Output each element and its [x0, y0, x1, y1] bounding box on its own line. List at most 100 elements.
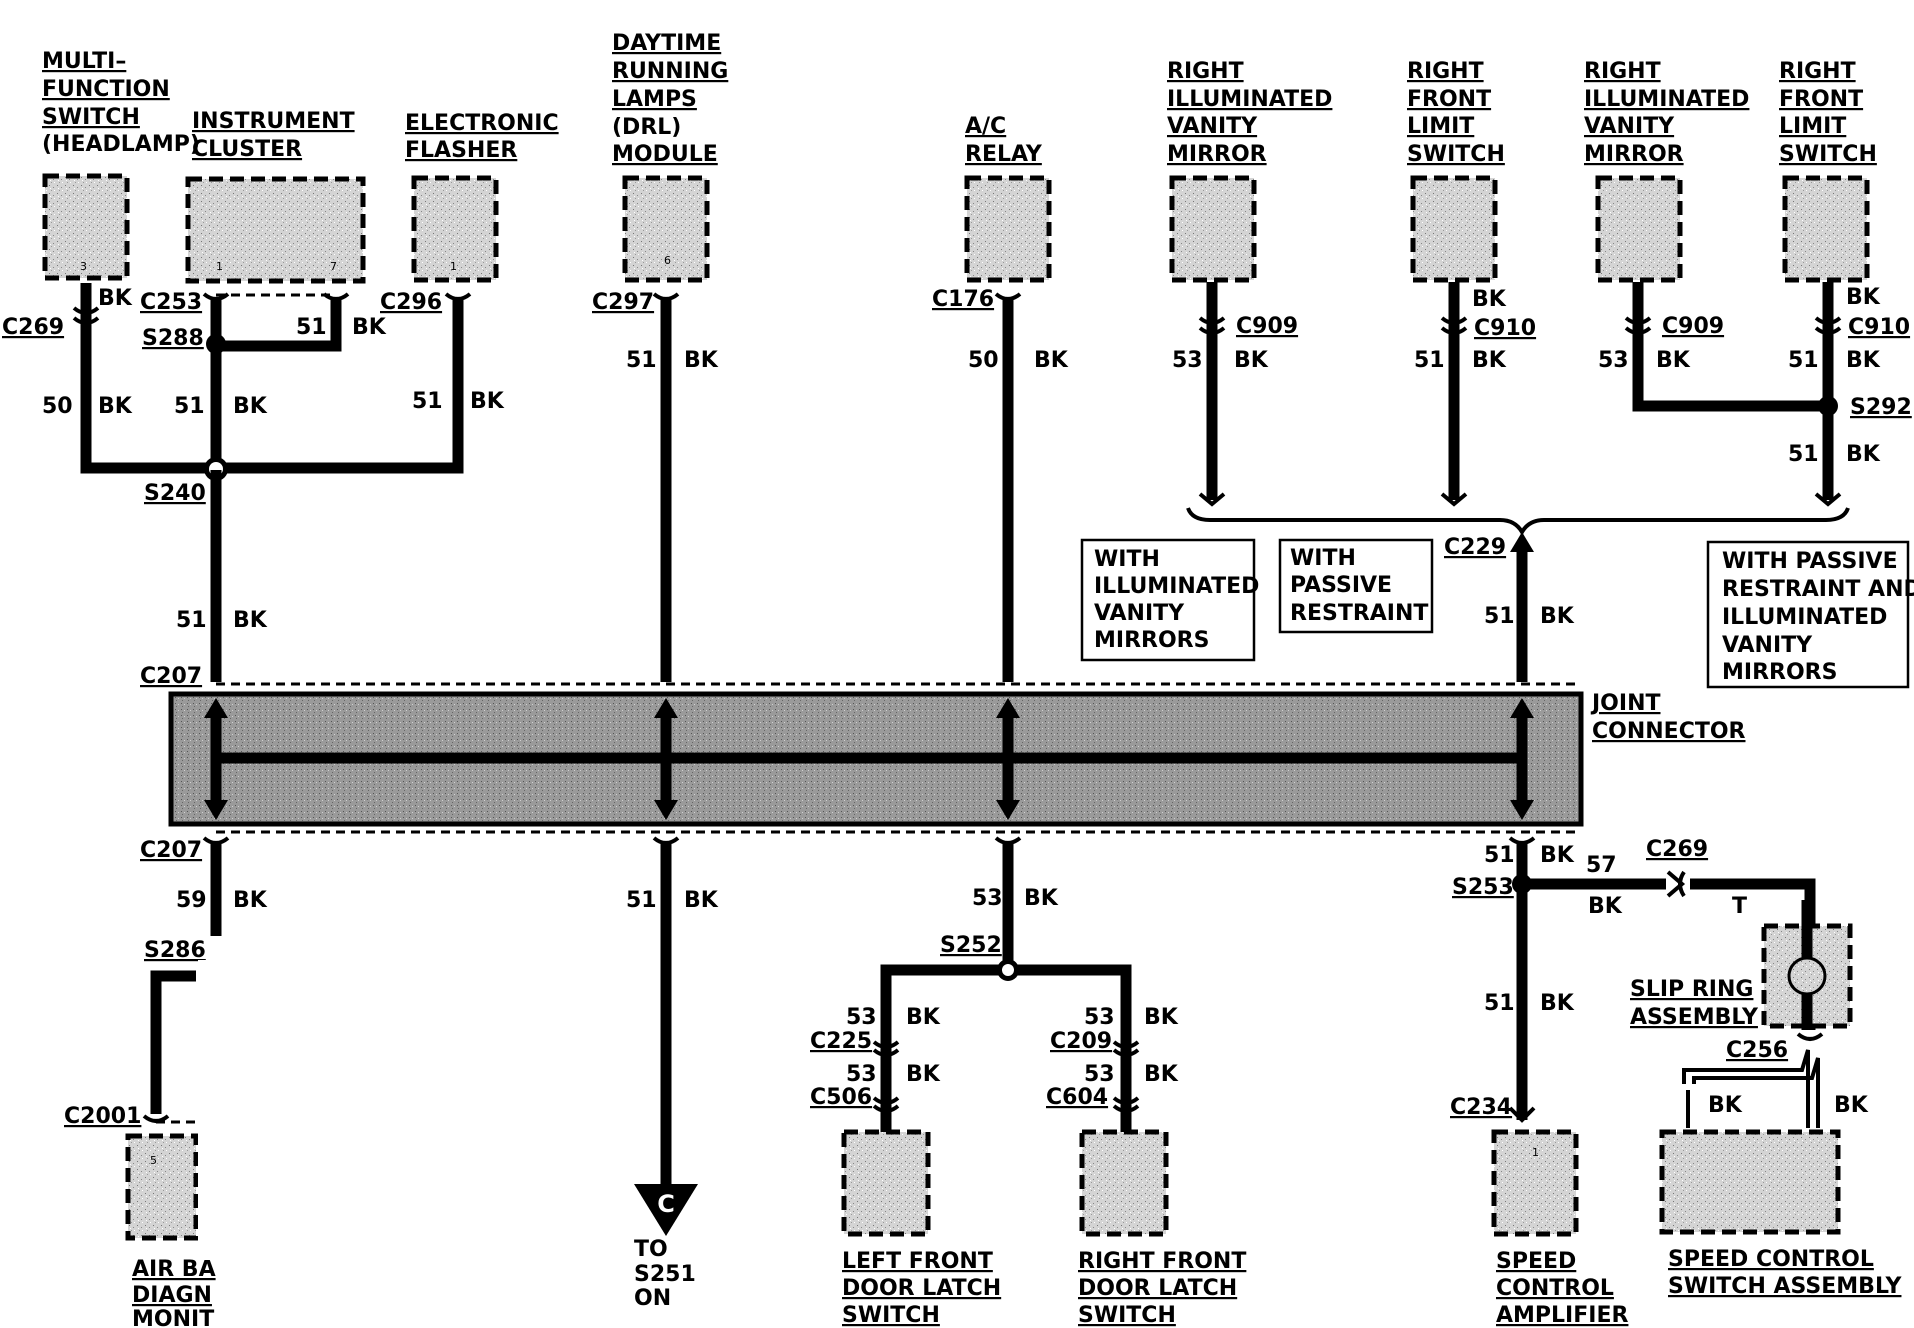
connector-c910: C910: [1848, 315, 1910, 340]
svg-text:DOOR LATCH: DOOR LATCH: [1078, 1276, 1237, 1301]
wire-label: 50: [42, 394, 73, 419]
svg-text:LIMIT: LIMIT: [1779, 114, 1846, 139]
wire-label: BK: [684, 348, 719, 373]
svg-text:VANITY: VANITY: [1167, 114, 1258, 139]
multifunction-switch: MULTI– FUNCTION SWITCH (HEADLAMP) 3: [42, 49, 200, 281]
wire-label: BK: [1656, 348, 1691, 373]
svg-text:SPEED CONTROL: SPEED CONTROL: [1668, 1247, 1874, 1272]
ground-ref-text: TO: [634, 1237, 668, 1262]
wire-label: BK: [1034, 348, 1069, 373]
wire-label: 51: [412, 389, 443, 414]
wire-label: BK: [233, 394, 268, 419]
connector-c909: C909: [1662, 314, 1724, 339]
connector-c225: C225: [810, 1029, 872, 1054]
svg-text:RESTRAINT AND: RESTRAINT AND: [1722, 577, 1914, 602]
connector-c176-symbol: [994, 292, 1022, 301]
wire-label: 50: [968, 348, 999, 373]
note-illuminated-vanity: WITH ILLUMINATED VANITY MIRRORS: [1080, 538, 1259, 662]
wire-label: 53: [1084, 1062, 1115, 1087]
wire-label: 51: [176, 608, 207, 633]
connector-c253: C253: [140, 290, 350, 315]
svg-text:RIGHT FRONT: RIGHT FRONT: [1078, 1249, 1246, 1274]
slip-ring-assembly: SLIP RING ASSEMBLY: [1630, 923, 1853, 1030]
connector-c229: C229: [1444, 535, 1506, 560]
svg-text:MULTI–: MULTI–: [42, 49, 126, 74]
wire-label: 51: [626, 348, 657, 373]
wire-to-airbag: [142, 836, 230, 1124]
svg-text:1: 1: [1532, 1146, 1539, 1159]
splice-s286-label: S286: [144, 938, 206, 963]
electronic-flasher: ELECTRONIC FLASHER 1: [405, 111, 559, 283]
svg-text:1: 1: [450, 260, 457, 273]
wire-label: BK: [98, 286, 133, 311]
wire-mfs-to-s240: [80, 283, 464, 474]
svg-text:VANITY: VANITY: [1094, 601, 1185, 626]
wire-label: 57: [1586, 853, 1617, 878]
svg-text:A/C: A/C: [965, 114, 1006, 139]
wire-label: 51: [174, 394, 205, 419]
svg-text:ASSEMBLY: ASSEMBLY: [1630, 1005, 1759, 1030]
svg-text:RIGHT: RIGHT: [1779, 59, 1856, 84]
svg-text:LAMPS: LAMPS: [612, 87, 697, 112]
splice-s253: [1512, 874, 1532, 894]
wire-label: 51: [1414, 348, 1445, 373]
wire-rivm1: [1198, 282, 1226, 507]
svg-text:WITH: WITH: [1290, 546, 1356, 571]
ground-ref-letter: C: [657, 1190, 675, 1218]
ac-relay: A/C RELAY: [964, 114, 1052, 283]
svg-text:CONNECTOR: CONNECTOR: [1592, 719, 1746, 744]
svg-text:ELECTRONIC: ELECTRONIC: [405, 111, 559, 136]
svg-text:FRONT: FRONT: [1407, 87, 1491, 112]
wire-label: BK: [233, 608, 268, 633]
right-front-limit-switch-1: RIGHT FRONT LIMIT SWITCH: [1407, 59, 1505, 283]
svg-text:MODULE: MODULE: [612, 142, 718, 167]
svg-text:C296: C296: [380, 290, 442, 315]
wire-label: 53: [846, 1062, 877, 1087]
svg-text:LIMIT: LIMIT: [1407, 114, 1474, 139]
splice-s252-ring: [1002, 964, 1014, 976]
svg-text:SLIP RING: SLIP RING: [1630, 977, 1753, 1002]
wire-label: BK: [1144, 1062, 1179, 1087]
svg-text:VANITY: VANITY: [1722, 633, 1813, 658]
svg-text:MIRRORS: MIRRORS: [1094, 628, 1209, 653]
wire-label: 53: [1084, 1005, 1115, 1030]
wire-label: BK: [1024, 886, 1059, 911]
connector-c2001: C2001: [64, 1104, 141, 1129]
splice-s252-label: S252: [940, 933, 1002, 958]
svg-text:FRONT: FRONT: [1779, 87, 1863, 112]
drl-module: DAYTIME RUNNING LAMPS (DRL) MODULE 6: [612, 31, 728, 283]
svg-text:LEFT FRONT: LEFT FRONT: [842, 1249, 993, 1274]
right-illuminated-vanity-mirror-2: RIGHT ILLUMINATED VANITY MIRROR: [1584, 59, 1749, 283]
svg-text:(HEADLAMP): (HEADLAMP): [42, 132, 200, 157]
wire-label: BK: [352, 315, 387, 340]
wire-label: 51: [1484, 604, 1515, 629]
wire-label: BK: [684, 888, 719, 913]
svg-text:PASSIVE: PASSIVE: [1290, 573, 1392, 598]
svg-text:SWITCH: SWITCH: [1078, 1303, 1176, 1328]
wire-ic-pin7: [216, 298, 342, 352]
wire-label: BK: [1708, 1093, 1743, 1118]
connector-c256: C256: [1726, 1038, 1788, 1063]
wire-label: BK: [233, 888, 268, 913]
splice-s292: [1818, 396, 1838, 416]
wire-to-s251: [634, 836, 698, 1236]
wire-label: BK: [1846, 348, 1881, 373]
arrow-c229: [1510, 532, 1534, 552]
svg-text:MIRRORS: MIRRORS: [1722, 660, 1837, 685]
svg-text:SPEED: SPEED: [1496, 1249, 1576, 1274]
wire-label: 51: [626, 888, 657, 913]
connector-c176: C176: [932, 287, 994, 312]
svg-text:C253: C253: [140, 290, 202, 315]
wire-label: 53: [846, 1005, 877, 1030]
wire-label: 53: [1598, 348, 1629, 373]
connector-c269-top: C269: [2, 306, 100, 340]
connector-c207-bottom: C207: [140, 838, 202, 863]
svg-text:ILLUMINATED: ILLUMINATED: [1584, 87, 1749, 112]
clip-mask: [198, 960, 218, 1260]
svg-text:VANITY: VANITY: [1584, 114, 1675, 139]
wire-label: BK: [1540, 604, 1575, 629]
wire-label: BK: [1834, 1093, 1869, 1118]
svg-text:DOOR LATCH: DOOR LATCH: [842, 1276, 1001, 1301]
wire-label: BK: [906, 1005, 941, 1030]
connector-c909: C909: [1236, 314, 1298, 339]
